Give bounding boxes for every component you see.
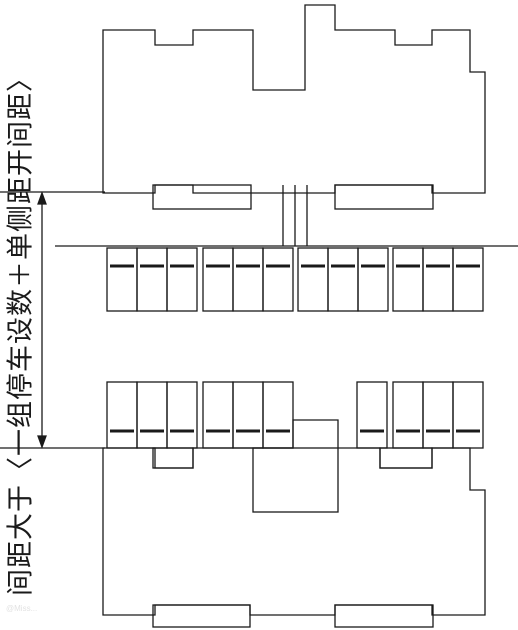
parking-group-bottom-4 xyxy=(392,381,484,449)
parking-space xyxy=(392,247,424,312)
parking-group-top-4 xyxy=(392,247,484,312)
bottom-building-core xyxy=(252,447,339,513)
parking-group-top-1 xyxy=(106,247,198,312)
watermark: @Miss... xyxy=(6,604,38,613)
parking-space xyxy=(202,247,234,312)
parking-space xyxy=(106,247,138,312)
bottom-building-balcony-top-left xyxy=(152,447,194,469)
parking-space xyxy=(136,381,168,449)
bottom-building-outline xyxy=(102,419,486,616)
parking-space xyxy=(452,381,484,449)
parking-space xyxy=(297,247,329,312)
parking-group-top-2 xyxy=(202,247,294,312)
parking-space xyxy=(392,381,424,449)
parking-space xyxy=(166,247,198,312)
bottom-building-balcony-bottom-right xyxy=(334,604,434,628)
dimension-arrow-top xyxy=(37,191,47,205)
dimension-arrow-bottom xyxy=(37,435,47,449)
bottom-building-balcony-top-right xyxy=(379,447,433,469)
parking-space xyxy=(166,381,198,449)
parking-space xyxy=(262,247,294,312)
parking-group-bottom-3 xyxy=(356,381,388,449)
parking-space xyxy=(422,381,454,449)
parking-space xyxy=(327,247,359,312)
parking-space xyxy=(422,247,454,312)
spacing-annotation-label: 间距大于〈一组停车设数＋单侧距开间距〉 xyxy=(5,64,37,596)
parking-space xyxy=(232,247,264,312)
parking-group-bottom-2 xyxy=(202,381,294,449)
parking-group-bottom-1 xyxy=(106,381,198,449)
parking-space xyxy=(232,381,264,449)
parking-space xyxy=(357,247,389,312)
top-building-balcony-right xyxy=(334,184,434,210)
parking-space xyxy=(106,381,138,449)
parking-space xyxy=(452,247,484,312)
parking-row-bottom xyxy=(106,381,484,449)
top-building-outline xyxy=(102,4,486,194)
parking-space xyxy=(136,247,168,312)
bottom-building-balcony-bottom-left xyxy=(152,604,251,628)
parking-space xyxy=(262,381,294,449)
parking-space xyxy=(356,381,388,449)
parking-group-top-3 xyxy=(297,247,389,312)
top-building-balcony-left xyxy=(152,184,252,210)
parking-space xyxy=(202,381,234,449)
parking-row-top xyxy=(106,247,484,312)
